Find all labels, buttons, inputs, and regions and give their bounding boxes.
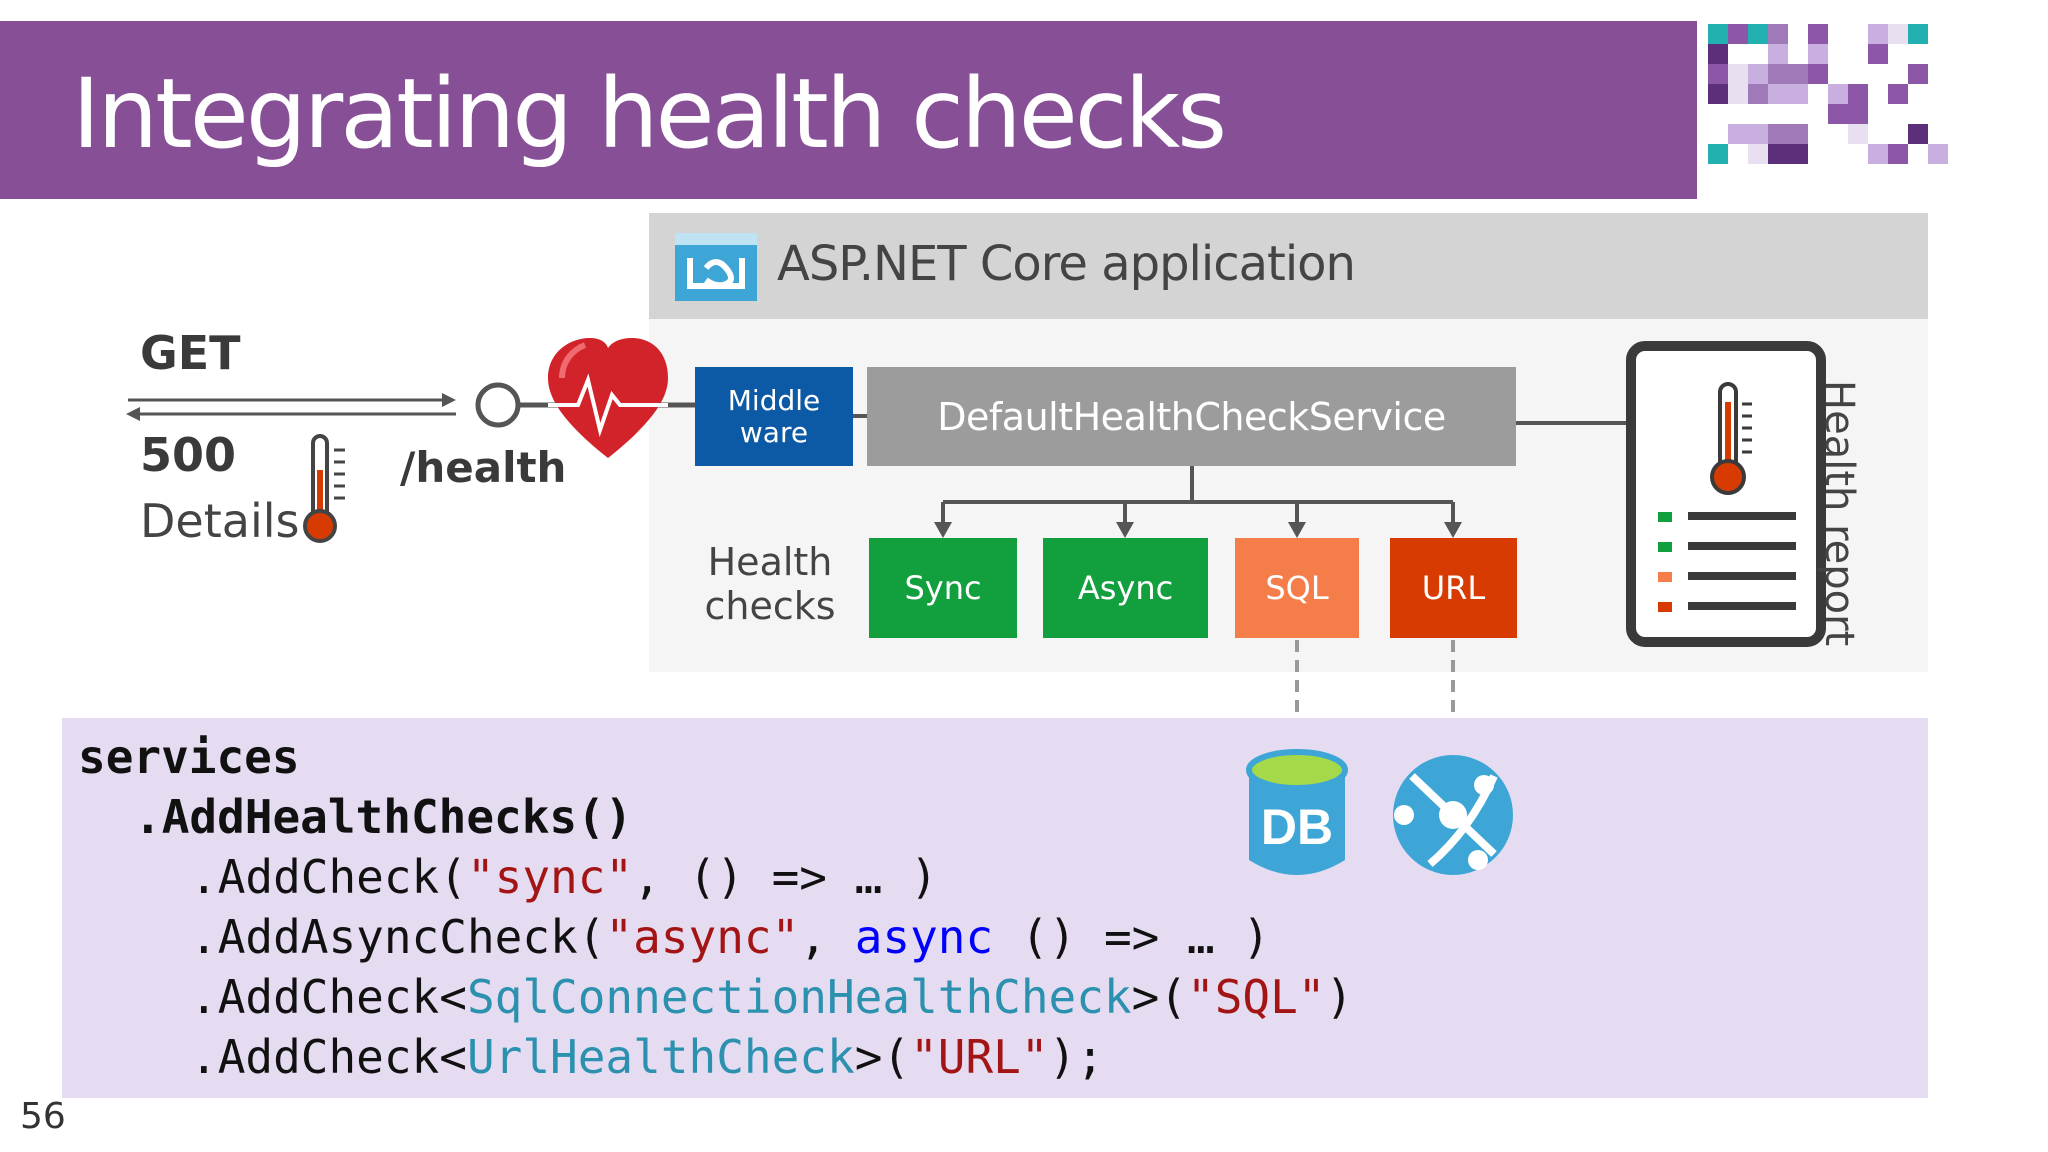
mosaic-square — [1748, 144, 1768, 164]
health-check-service-box: DefaultHealthCheckService — [867, 367, 1516, 466]
async-check-box: Async — [1043, 538, 1208, 638]
mosaic-square — [1848, 84, 1868, 104]
title-bar — [0, 21, 1697, 199]
code-type: UrlHealthCheck — [466, 1030, 855, 1084]
code-keyword: async — [854, 910, 994, 964]
mosaic-square — [1868, 24, 1888, 44]
app-header — [649, 213, 1928, 319]
mosaic-square — [1808, 64, 1828, 84]
mosaic-square — [1788, 124, 1808, 144]
db-label: DB — [1261, 799, 1333, 855]
mosaic-square — [1848, 124, 1868, 144]
code-token: .AddCheck< — [190, 970, 467, 1024]
mosaic-square — [1808, 24, 1828, 44]
sql-check-box: SQL — [1235, 538, 1359, 638]
slide-title: Integrating health checks — [72, 58, 1227, 170]
mosaic-square — [1708, 84, 1728, 104]
mosaic-square — [1788, 64, 1808, 84]
code-line-services: services — [78, 730, 300, 784]
code-string: "async" — [605, 910, 800, 964]
code-token: >( — [854, 1030, 911, 1084]
mosaic-square — [1888, 144, 1908, 164]
mosaic-square — [1748, 64, 1768, 84]
mosaic-square — [1728, 84, 1748, 104]
sync-check-label: Sync — [904, 569, 982, 607]
code-line-addhealthchecks: .AddHealthChecks() — [134, 790, 633, 844]
mosaic-square — [1708, 44, 1728, 64]
mosaic-square — [1788, 84, 1808, 104]
mosaic-square — [1828, 104, 1848, 124]
mosaic-square — [1768, 24, 1788, 44]
mosaic-square — [1728, 64, 1748, 84]
url-check-box: URL — [1390, 538, 1517, 638]
code-token: , () => … ) — [633, 850, 938, 904]
mosaic-square — [1768, 64, 1788, 84]
health-check-service-label: DefaultHealthCheckService — [937, 394, 1446, 439]
code-type: SqlConnectionHealthCheck — [466, 970, 1132, 1024]
mosaic-square — [1768, 124, 1788, 144]
sync-check-box: Sync — [869, 538, 1017, 638]
mosaic-square — [1868, 44, 1888, 64]
mosaic-square — [1848, 104, 1868, 124]
code-line-addcheck-sync: .AddCheck("sync", () => … ) — [190, 847, 938, 907]
code-string: "URL" — [910, 1030, 1049, 1084]
url-check-label: URL — [1421, 569, 1486, 607]
details-label: Details — [140, 494, 300, 548]
mosaic-square — [1728, 24, 1748, 44]
mosaic-square — [1928, 144, 1948, 164]
mosaic-square — [1908, 64, 1928, 84]
code-line-addasynccheck: .AddAsyncCheck("async", async () => … ) — [190, 907, 1270, 967]
code-line-addcheck-url: .AddCheck<UrlHealthCheck>("URL"); — [190, 1027, 1104, 1087]
mosaic-square — [1768, 44, 1788, 64]
mosaic-square — [1908, 124, 1928, 144]
mosaic-square — [1728, 124, 1748, 144]
middleware-label: Middle ware — [727, 383, 821, 449]
code-string: "sync" — [466, 850, 634, 904]
mosaic-square — [1828, 84, 1848, 104]
code-token: .AddCheck( — [190, 850, 467, 904]
async-check-label: Async — [1077, 569, 1174, 607]
status-code-label: 500 — [140, 428, 237, 482]
code-string: "SQL" — [1187, 970, 1326, 1024]
mosaic-square — [1888, 24, 1908, 44]
page-number: 56 — [20, 1096, 66, 1137]
mosaic-square — [1708, 64, 1728, 84]
mosaic-square — [1768, 84, 1788, 104]
code-token: , — [799, 910, 855, 964]
app-title: ASP.NET Core application — [777, 236, 1356, 292]
code-token: ); — [1048, 1030, 1104, 1084]
code-token: .AddAsyncCheck( — [190, 910, 606, 964]
mosaic-square — [1788, 144, 1808, 164]
health-checks-label: Health checks — [704, 540, 836, 628]
code-token: .AddCheck< — [190, 1030, 467, 1084]
mosaic-square — [1748, 84, 1768, 104]
mosaic-square — [1708, 24, 1728, 44]
code-token: () => … ) — [993, 910, 1271, 964]
http-method-label: GET — [140, 326, 241, 380]
code-line-addcheck-sql: .AddCheck<SqlConnectionHealthCheck>("SQL… — [190, 967, 1353, 1027]
code-token: >( — [1131, 970, 1188, 1024]
mosaic-square — [1888, 84, 1908, 104]
mosaic-square — [1868, 144, 1888, 164]
mosaic-square — [1808, 44, 1828, 64]
code-panel — [62, 718, 1928, 1098]
mosaic-square — [1908, 24, 1928, 44]
mosaic-square — [1708, 144, 1728, 164]
mosaic-square — [1748, 124, 1768, 144]
mosaic-square — [1768, 144, 1788, 164]
middleware-box: Middle ware — [695, 367, 853, 466]
mosaic-square — [1748, 24, 1768, 44]
code-token: ) — [1325, 970, 1354, 1024]
sql-check-label: SQL — [1265, 569, 1329, 607]
health-endpoint-label: /health — [400, 443, 567, 492]
